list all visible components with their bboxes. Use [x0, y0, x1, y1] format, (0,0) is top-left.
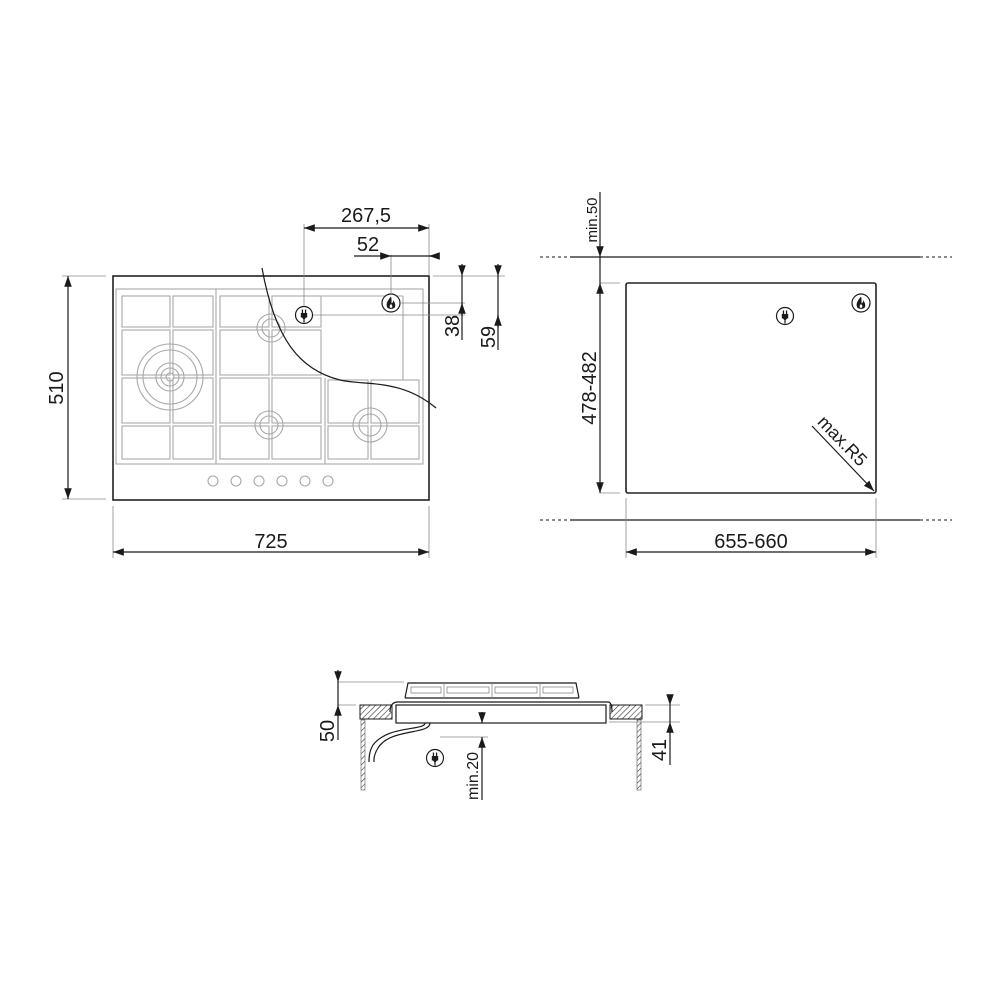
worktop-right [609, 704, 643, 720]
side-plug-icon [425, 748, 445, 768]
pan-support-right [272, 295, 420, 460]
cutout-outline [625, 282, 877, 494]
hob-top-view [112, 267, 465, 501]
pan-support-centre [219, 295, 322, 460]
cutout-view: min.50 478-482 655-660 max.R5 [540, 192, 952, 558]
gas-flame-icon [381, 293, 401, 313]
dimension-min-20: min.20 [465, 752, 482, 800]
power-cable [373, 722, 431, 763]
dimension-min-50: min.50 [584, 197, 601, 242]
top-view-dimensions: 267,5 52 38 59 510 725 [46, 205, 505, 558]
burner-triple-crown [136, 343, 204, 411]
pan-support-left [121, 295, 214, 460]
pan-supports-side [404, 682, 580, 699]
burner-front-right [352, 407, 388, 443]
burner-rear-centre [256, 313, 286, 343]
dimension-725: 725 [254, 531, 287, 553]
dimension-267-5: 267,5 [341, 205, 391, 227]
dimension-478-482: 478-482 [579, 351, 601, 424]
cutout-plug-icon [775, 306, 795, 326]
dimension-50: 50 [317, 720, 339, 742]
side-view: 50 min.20 41 [317, 670, 680, 800]
hob-outline [112, 275, 430, 501]
dimension-52: 52 [357, 234, 379, 256]
dimension-41: 41 [649, 739, 671, 761]
dimension-38: 38 [442, 315, 464, 337]
cutout-gas-flame-icon [851, 293, 871, 313]
cutaway-curve [261, 267, 437, 409]
hob-body [395, 704, 607, 724]
control-knobs [207, 475, 334, 487]
plug-icon [294, 305, 314, 325]
dimension-59: 59 [478, 326, 500, 348]
dimension-510: 510 [46, 371, 68, 404]
dimension-655-660: 655-660 [714, 531, 787, 553]
dimension-max-r5: max.R5 [814, 412, 871, 471]
burner-auxiliary [254, 410, 284, 440]
worktop-left [359, 704, 393, 720]
